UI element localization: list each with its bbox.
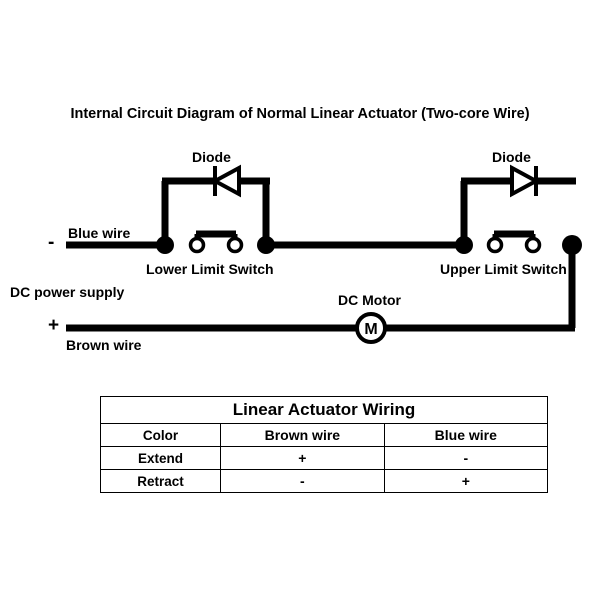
lower-switch-contact-left [188,236,206,254]
dc-motor-symbol [355,312,387,344]
table-row: Extend + - [99,446,549,470]
retract-blue-value: + [383,469,549,493]
upper-limit-switch-label: Upper Limit Switch [440,261,567,277]
junction-dot-lower-left [156,236,174,254]
table-header-brown-wire: Brown wire [220,423,385,447]
upper-switch-contact-left [486,236,504,254]
table-header-row: Color Brown wire Blue wire [99,423,549,447]
extend-brown-value: + [220,446,385,470]
diode-left-label: Diode [192,149,231,165]
table-header-blue-wire: Blue wire [383,423,549,447]
dc-motor-symbol-letter: M [364,321,377,338]
retract-brown-value: - [220,469,385,493]
row-label-retract: Retract [99,469,222,493]
table-title-row: Linear Actuator Wiring [100,396,548,424]
diode-right-triangle [510,164,541,198]
table-row: Retract - + [99,469,549,493]
negative-terminal-label: - [48,232,55,253]
diode-left-triangle [210,164,241,198]
linear-actuator-wiring-table: Linear Actuator Wiring Color Brown wire … [99,396,549,493]
lower-switch-contact-right [226,236,244,254]
row-label-extend: Extend [99,446,222,470]
junction-dot-lower-right [257,236,275,254]
positive-terminal-label: + [48,315,60,336]
dc-power-supply-label: DC power supply [10,284,125,300]
diode-right-label: Diode [492,149,531,165]
lower-limit-switch-label: Lower Limit Switch [146,261,274,277]
extend-blue-value: - [383,446,549,470]
table-header-color: Color [99,423,222,447]
dc-motor-label: DC Motor [338,292,401,308]
page-title: Internal Circuit Diagram of Normal Linea… [70,106,530,122]
junction-dot-upper-left [455,236,473,254]
blue-wire-label: Blue wire [68,225,131,241]
brown-wire-label: Brown wire [66,337,142,353]
upper-switch-contact-right [524,236,542,254]
table-title: Linear Actuator Wiring [100,396,548,424]
